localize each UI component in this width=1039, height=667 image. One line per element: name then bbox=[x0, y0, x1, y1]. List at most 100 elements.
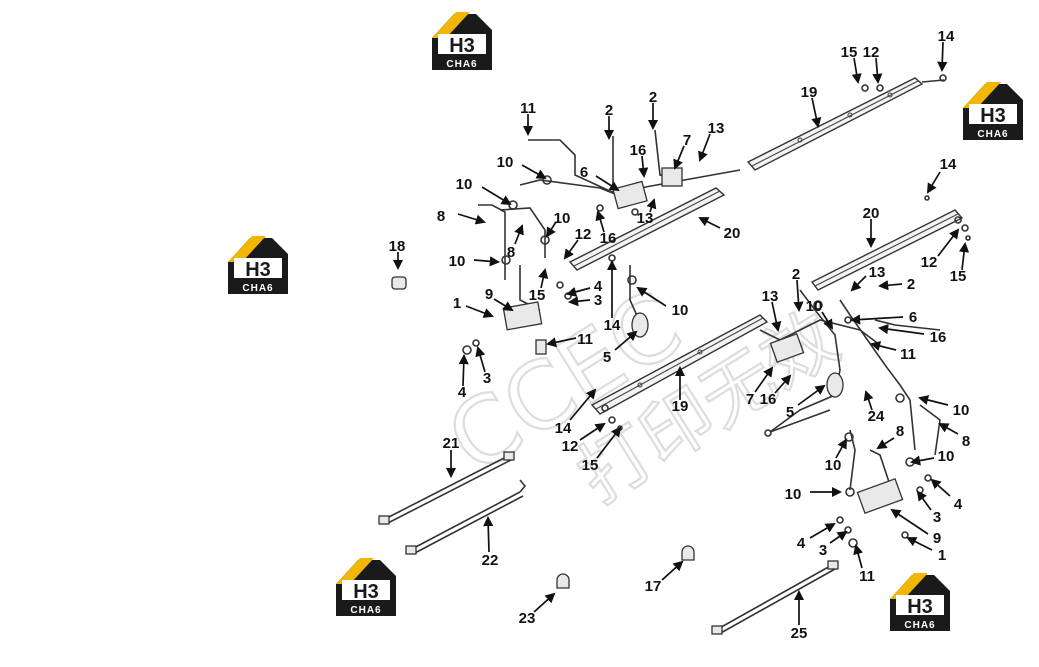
callout-label-11: 11 bbox=[520, 100, 536, 117]
callout-label-9: 9 bbox=[933, 530, 941, 547]
callout-label-10: 10 bbox=[953, 402, 970, 419]
callout-label-12: 12 bbox=[575, 226, 592, 243]
callout-leader bbox=[545, 221, 557, 238]
pipe-21 bbox=[378, 451, 515, 525]
callout-leader bbox=[465, 305, 494, 318]
injector-lines-upper bbox=[478, 129, 741, 331]
callout-label-25: 25 bbox=[791, 625, 808, 642]
callout-label-14: 14 bbox=[604, 317, 621, 334]
callout-label-23: 23 bbox=[519, 610, 536, 627]
callout-label-3: 3 bbox=[819, 542, 827, 559]
parts-drawing bbox=[378, 74, 971, 635]
callout-label-4: 4 bbox=[458, 384, 467, 401]
callout-leader bbox=[533, 592, 556, 613]
logo-roof bbox=[890, 573, 928, 599]
callout-leader bbox=[811, 97, 822, 128]
callout-label-19: 19 bbox=[801, 84, 818, 101]
callout-label-2: 2 bbox=[907, 276, 915, 293]
callout-label-8: 8 bbox=[507, 244, 515, 261]
callout-leader bbox=[851, 57, 862, 85]
callout-leader bbox=[595, 175, 620, 192]
callout-label-22: 22 bbox=[482, 552, 499, 569]
logo-roof bbox=[228, 236, 266, 262]
callout-leader bbox=[493, 298, 514, 312]
callout-label-2: 2 bbox=[792, 266, 800, 283]
callout-label-15: 15 bbox=[582, 457, 599, 474]
callout-leader bbox=[877, 324, 925, 335]
callout-leader bbox=[829, 530, 848, 544]
leader-arrows bbox=[392, 41, 970, 625]
callout-leader bbox=[481, 186, 512, 206]
callout-leader bbox=[673, 145, 685, 170]
logo-roof bbox=[963, 82, 1001, 108]
callout-label-3: 3 bbox=[933, 509, 941, 526]
callout-label-3: 3 bbox=[483, 370, 491, 387]
callout-leader bbox=[958, 241, 970, 271]
callout-label-10: 10 bbox=[825, 457, 842, 474]
callout-leader bbox=[567, 296, 591, 307]
logo-text-top: H3 bbox=[907, 596, 933, 618]
callout-label-15: 15 bbox=[529, 287, 546, 304]
callout-label-10: 10 bbox=[806, 298, 823, 315]
callout-leader bbox=[821, 311, 834, 330]
callout-leader bbox=[930, 478, 951, 497]
callout-leader bbox=[636, 286, 667, 307]
logo-text-bottom: CHA6 bbox=[350, 605, 381, 616]
callout-leader bbox=[906, 537, 933, 551]
callout-label-14: 14 bbox=[938, 28, 955, 45]
callout-label-16: 16 bbox=[760, 391, 777, 408]
callout-label-2: 2 bbox=[649, 89, 657, 106]
callout-label-13: 13 bbox=[869, 264, 886, 281]
callout-leader bbox=[909, 455, 935, 466]
callout-leader bbox=[569, 388, 597, 421]
fitting-14-top bbox=[921, 74, 947, 83]
callout-leader bbox=[937, 41, 948, 73]
injector-5-lower bbox=[826, 372, 844, 398]
callout-label-6: 6 bbox=[580, 164, 588, 181]
callout-leader bbox=[876, 437, 895, 450]
callout-leader bbox=[514, 224, 524, 245]
clamp-17 bbox=[681, 545, 695, 561]
callout-label-10: 10 bbox=[497, 154, 514, 171]
callout-leader bbox=[872, 57, 883, 85]
callout-label-10: 10 bbox=[672, 302, 689, 319]
callout-label-11: 11 bbox=[859, 568, 875, 585]
callout-leader bbox=[646, 198, 657, 213]
callout-leader bbox=[579, 422, 606, 441]
logo-text-bottom: CHA6 bbox=[446, 59, 477, 70]
pipe-25 bbox=[711, 560, 839, 635]
callout-leader bbox=[850, 275, 867, 292]
fuel-rail-20-lower bbox=[810, 209, 964, 291]
callout-label-9: 9 bbox=[485, 286, 493, 303]
callout-leader bbox=[774, 374, 792, 394]
fittings-12-14-15-lower bbox=[601, 84, 971, 431]
callout-leader bbox=[926, 171, 941, 194]
callout-label-10: 10 bbox=[554, 210, 571, 227]
callout-label-21: 21 bbox=[443, 435, 460, 452]
callout-label-8: 8 bbox=[962, 433, 970, 450]
callout-leader bbox=[596, 426, 622, 459]
callout-leader bbox=[457, 213, 486, 225]
callout-label-19: 19 bbox=[672, 398, 689, 415]
callout-leader bbox=[546, 337, 577, 348]
callout-leader bbox=[538, 268, 549, 289]
callout-leader bbox=[661, 560, 684, 581]
callout-label-16: 16 bbox=[630, 142, 647, 159]
callout-label-10: 10 bbox=[456, 176, 473, 193]
callout-label-20: 20 bbox=[863, 205, 880, 222]
callout-label-15: 15 bbox=[950, 268, 967, 285]
callout-leader bbox=[638, 155, 649, 179]
logo-text-top: H3 bbox=[980, 105, 1006, 127]
callout-leader bbox=[698, 133, 711, 162]
callout-leader bbox=[771, 301, 782, 332]
callout-label-7: 7 bbox=[683, 132, 691, 149]
callout-label-15: 15 bbox=[841, 44, 858, 61]
callout-label-8: 8 bbox=[896, 423, 904, 440]
logo-text-top: H3 bbox=[245, 259, 271, 281]
callout-leader bbox=[521, 164, 547, 180]
logo-text-top: H3 bbox=[353, 581, 379, 603]
callout-label-16: 16 bbox=[600, 230, 617, 247]
